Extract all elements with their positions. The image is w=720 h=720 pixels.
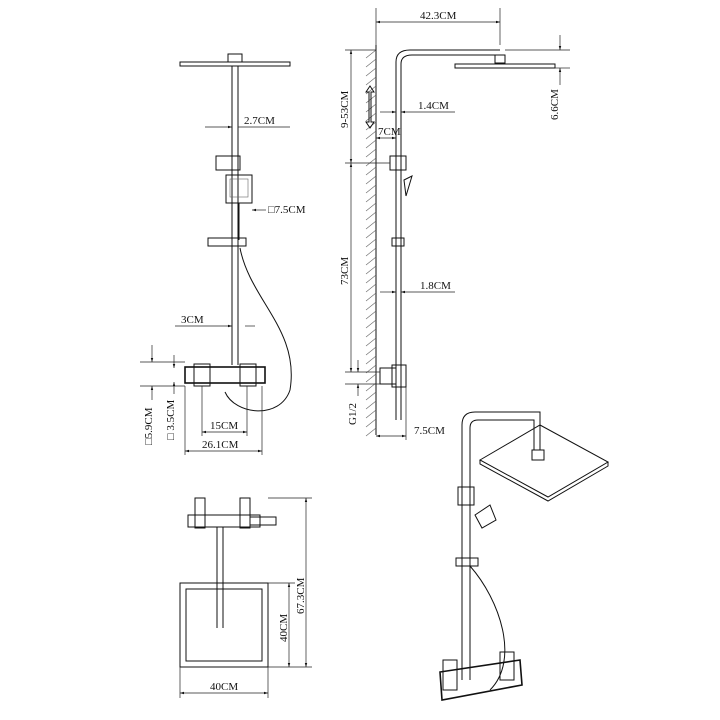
dim-pipe-to-hose: 3CM	[181, 314, 204, 326]
dim-head-depth: 40CM	[278, 614, 290, 642]
hatch-line	[365, 229, 377, 239]
slider-bracket	[215, 155, 241, 171]
top-rain-head-inner	[185, 588, 263, 662]
hatch-line	[365, 355, 377, 365]
dim-overall-depth: 67.3CM	[295, 577, 307, 614]
hatch-line	[365, 283, 377, 293]
persp-rain-head	[478, 424, 610, 498]
mixer-handle-right	[239, 363, 257, 387]
top-outlet	[249, 516, 277, 526]
hatch-line	[365, 346, 377, 356]
hatch-line	[365, 292, 377, 302]
top-handle-left	[194, 497, 206, 529]
side-holder	[391, 237, 405, 247]
dim-arm-reach: 42.3CM	[420, 10, 457, 22]
hatch-line	[365, 193, 377, 203]
hatch-line	[365, 220, 377, 230]
dim-head-drop: 6.6CM	[549, 89, 561, 120]
hatch-line	[365, 337, 377, 347]
rain-shower-head	[179, 61, 291, 67]
side-head-connector	[494, 54, 506, 64]
hatch-line	[365, 301, 377, 311]
hatch-line	[365, 274, 377, 284]
hatch-line	[365, 175, 377, 185]
persp-arm-outer	[461, 411, 541, 680]
hatch-line	[365, 76, 377, 86]
dim-mixer-width: 26.1CM	[202, 439, 239, 451]
hatch-line	[365, 319, 377, 329]
hatch-line	[365, 184, 377, 194]
dim-upper-pipe: 1.4CM	[418, 100, 449, 112]
dim-arm-diameter: 2.7CM	[244, 115, 275, 127]
hatch-line	[365, 166, 377, 176]
hatch-line	[365, 247, 377, 257]
dim-thread: G1/2	[347, 403, 359, 425]
hatch-line	[365, 409, 377, 419]
perspective-view	[439, 411, 610, 701]
hatch-line	[365, 67, 377, 77]
persp-connector	[531, 449, 545, 461]
shower-arm-outer	[395, 49, 500, 420]
side-handheld	[403, 175, 413, 197]
hatch-line	[365, 85, 377, 95]
head-connector	[227, 53, 243, 63]
soap-holder	[207, 237, 247, 247]
dim-mixer-inner: □ 3.5CM	[165, 400, 177, 440]
top-handle-right	[239, 497, 251, 529]
hatch-line	[365, 238, 377, 248]
hatch-line	[365, 256, 377, 266]
hatch-line	[365, 202, 377, 212]
hatch-line	[365, 265, 377, 275]
adjust-arrow-icon	[365, 85, 375, 129]
hatch-line	[365, 211, 377, 221]
side-rain-head	[454, 63, 556, 69]
hatch-line	[365, 148, 377, 158]
hatch-line	[365, 400, 377, 410]
hatch-line	[365, 391, 377, 401]
dim-lower-pipe: 1.8CM	[420, 280, 451, 292]
dim-handheld-size: □7.5CM	[268, 204, 306, 216]
dim-mixer-depth: 7.5CM	[414, 425, 445, 437]
top-view: 67.3CM 40CM 40CM	[179, 497, 312, 698]
handheld-nozzle-grid	[229, 178, 249, 198]
top-mixer-body	[187, 514, 261, 528]
hatch-line	[365, 328, 377, 338]
top-rain-head-outer	[179, 582, 269, 668]
hatch-line	[365, 427, 377, 437]
persp-hose	[469, 565, 506, 691]
dim-mixer-height: □5.9CM	[143, 407, 155, 445]
thermostatic-mixer	[184, 366, 266, 384]
persp-slider	[457, 486, 475, 506]
hatch-line	[365, 157, 377, 167]
dim-rail-length: 73CM	[339, 257, 351, 285]
persp-handle-left	[442, 659, 458, 691]
hatch-line	[365, 130, 377, 140]
side-mixer	[391, 364, 407, 388]
hatch-line	[365, 373, 377, 383]
side-slider	[389, 155, 407, 171]
shower-hose	[224, 247, 292, 412]
front-view: 2.7CM □7.5CM 3CM □5.9CM □ 3.5CM 15CM 26.…	[140, 53, 306, 455]
persp-handle-right	[499, 651, 515, 681]
side-inlet-fitting	[379, 367, 397, 385]
hatch-line	[365, 418, 377, 428]
dim-adjustable-height: 9-53CM	[339, 91, 351, 129]
shower-arm-inner	[400, 54, 500, 420]
persp-mixer	[439, 659, 523, 701]
hatch-line	[365, 58, 377, 68]
persp-arm-inner	[469, 419, 535, 680]
side-view: 42.3CM 6.6CM 9-53CM 1.4CM 7CM 73CM 1.8CM…	[339, 8, 570, 440]
hatch-line	[365, 310, 377, 320]
persp-handheld	[474, 504, 497, 529]
hatch-line	[365, 139, 377, 149]
dim-head-width: 40CM	[210, 681, 238, 693]
persp-holder	[455, 557, 479, 567]
hatch-line	[365, 49, 377, 59]
dim-wall-offset: 7CM	[378, 126, 401, 138]
dim-inlet-spacing: 15CM	[210, 420, 238, 432]
